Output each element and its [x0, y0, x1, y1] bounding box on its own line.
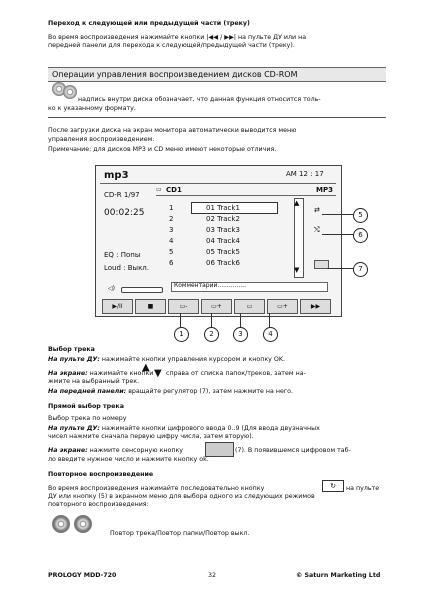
shuffle-icon[interactable]: ⤭	[314, 226, 320, 234]
eq-setting: EQ : Попы	[104, 251, 141, 259]
stop-button[interactable]: ■	[135, 299, 166, 314]
note-line: ко к указанному формату.	[48, 105, 136, 112]
instruction-text: чисел нажмите сначала первую цифру числа…	[48, 433, 254, 440]
repeat-button-icon: ↻	[322, 480, 344, 492]
next-folder-button[interactable]: ▭+	[267, 299, 298, 314]
leader-line	[211, 313, 212, 327]
mp3-disc-icon	[52, 82, 66, 96]
disc-info: CD-R 1/97	[104, 191, 140, 199]
heading-next-prev: Переход к следующей или предыдущей части…	[48, 20, 250, 27]
screen-label: На экране:	[48, 370, 88, 377]
cd-disc-icon	[63, 85, 77, 99]
callout-5: 5	[353, 208, 368, 223]
paragraph-line: После загрузки диска на экран монитора а…	[48, 127, 297, 134]
footer-copyright: © Saturn Marketing Ltd	[296, 572, 381, 579]
remote-label: На пульте ДУ:	[48, 425, 100, 432]
paragraph-line: управления воспроизведением.	[48, 136, 155, 143]
track-num: 5	[169, 248, 174, 256]
track-name[interactable]: 03 Track3	[206, 226, 240, 234]
instruction-text: на пульте	[346, 485, 380, 492]
instruction-text: вращайте регулятор (7), затем нажмите на…	[126, 388, 294, 395]
track-name[interactable]: 05 Track5	[206, 248, 240, 256]
down-arrow-icon: ▼	[154, 368, 162, 379]
folder-name: CD1	[166, 186, 182, 194]
remote-label: На пульте ДУ:	[48, 356, 100, 363]
folder-down-button[interactable]: ▭+	[201, 299, 232, 314]
instruction-text: ДУ или кнопку (5) в экранном меню для вы…	[48, 493, 315, 500]
leader-line	[180, 313, 181, 327]
track-num: 2	[169, 215, 174, 223]
instruction-text: Во время воспроизведения нажимайте после…	[48, 485, 265, 492]
callout-6: 6	[353, 228, 368, 243]
callout-3: 3	[233, 327, 248, 342]
instruction-text: справа от списка папок/треков, затем на-	[166, 370, 306, 377]
instruction-text: нажимайте кнопки	[87, 370, 154, 377]
screen-title: mp3	[104, 170, 129, 181]
heading-track-select: Выбор трека	[48, 346, 95, 353]
callout-2: 2	[204, 327, 219, 342]
player-screen-illustration: mp3 AM 12 : 17 CD-R 1/97 00:02:25 EQ : П…	[95, 165, 342, 317]
instruction-text: нажмите сенсорную кнопку	[87, 447, 183, 454]
instruction-text: нажимайте кнопки цифрового ввода 0..9 (Д…	[99, 425, 320, 432]
comment-field: Комментарий...............	[174, 282, 246, 289]
heading-direct-select: Прямой выбор трека	[48, 403, 124, 410]
up-arrow-icon: ▲	[142, 362, 150, 373]
heading-repeat: Повторное воспроизведение	[48, 471, 154, 478]
instruction-text: повторного воспроизведения:	[48, 501, 149, 508]
instruction-text: (7). В появившемся цифровом таб-	[235, 447, 351, 454]
leader-line	[322, 234, 353, 235]
paragraph-line: Во время воспроизведения нажимайте кнопк…	[48, 34, 307, 41]
callout-7: 7	[353, 262, 368, 277]
track-name[interactable]: 01 Track1	[206, 204, 240, 212]
leader-line	[269, 313, 270, 327]
play-pause-button[interactable]: ▶/II	[102, 299, 133, 314]
note-line: надпись внутри диска обозначает, что дан…	[78, 96, 321, 103]
leader-line	[240, 313, 241, 327]
numpad-icon	[205, 442, 234, 457]
leader-line	[322, 214, 353, 215]
footer-model: PROLOGY MDD-720	[48, 572, 117, 579]
scrollbar[interactable]	[294, 198, 304, 278]
loud-setting: Loud : Выкл.	[104, 264, 150, 272]
leader-line	[327, 268, 353, 269]
repeat-icon[interactable]: ⇄	[314, 206, 320, 214]
mp3-disc-icon	[52, 515, 70, 533]
note-line: Примечание: для дисков MP3 и CD меню име…	[48, 146, 277, 153]
volume-slider[interactable]	[121, 287, 163, 293]
section-title-bar: Операции управления воспроизведением дис…	[48, 67, 386, 82]
track-num: 1	[169, 204, 174, 212]
selected-track-highlight	[191, 202, 278, 214]
repeat-modes: Повтор трека/Повтор папки/Повтор выкл.	[110, 530, 250, 537]
page-number: 32	[208, 572, 217, 579]
elapsed-time: 00:02:25	[104, 208, 145, 218]
track-name[interactable]: 02 Track2	[206, 215, 240, 223]
screen-label: На экране:	[48, 447, 88, 454]
callout-1: 1	[174, 327, 189, 342]
prev-folder-button[interactable]: ▭	[234, 299, 265, 314]
folder-icon: ▭	[156, 186, 162, 193]
track-name[interactable]: 06 Track6	[206, 259, 240, 267]
divider	[48, 117, 386, 118]
folder-up-button[interactable]: ▭-	[168, 299, 199, 314]
subheading-by-number: Выбор трека по номеру	[48, 415, 127, 422]
paragraph-line: передней панели для перехода к следующей…	[48, 42, 295, 49]
track-num: 6	[169, 259, 174, 267]
next-button[interactable]: ▶▶	[300, 299, 331, 314]
numpad-button[interactable]	[314, 260, 329, 269]
instruction-text: ло введите нужное число и нажмите кнопку…	[48, 456, 209, 463]
scroll-down-icon[interactable]: ▼	[294, 266, 300, 274]
track-name[interactable]: 04 Track4	[206, 237, 240, 245]
callout-4: 4	[263, 327, 278, 342]
track-num: 4	[169, 237, 174, 245]
scroll-up-icon[interactable]: ▲	[294, 199, 300, 207]
format-label: MP3	[316, 186, 333, 194]
section-title: Операции управления воспроизведением дис…	[52, 70, 298, 79]
volume-icon: ◁)	[108, 285, 115, 292]
instruction-text: жмите на выбранный трек.	[48, 378, 140, 385]
track-num: 3	[169, 226, 174, 234]
wma-disc-icon	[74, 515, 92, 533]
front-panel-label: На передней панели:	[48, 388, 127, 395]
instruction-text: нажимайте кнопки управления курсором и к…	[99, 356, 285, 363]
clock: AM 12 : 17	[286, 170, 324, 178]
